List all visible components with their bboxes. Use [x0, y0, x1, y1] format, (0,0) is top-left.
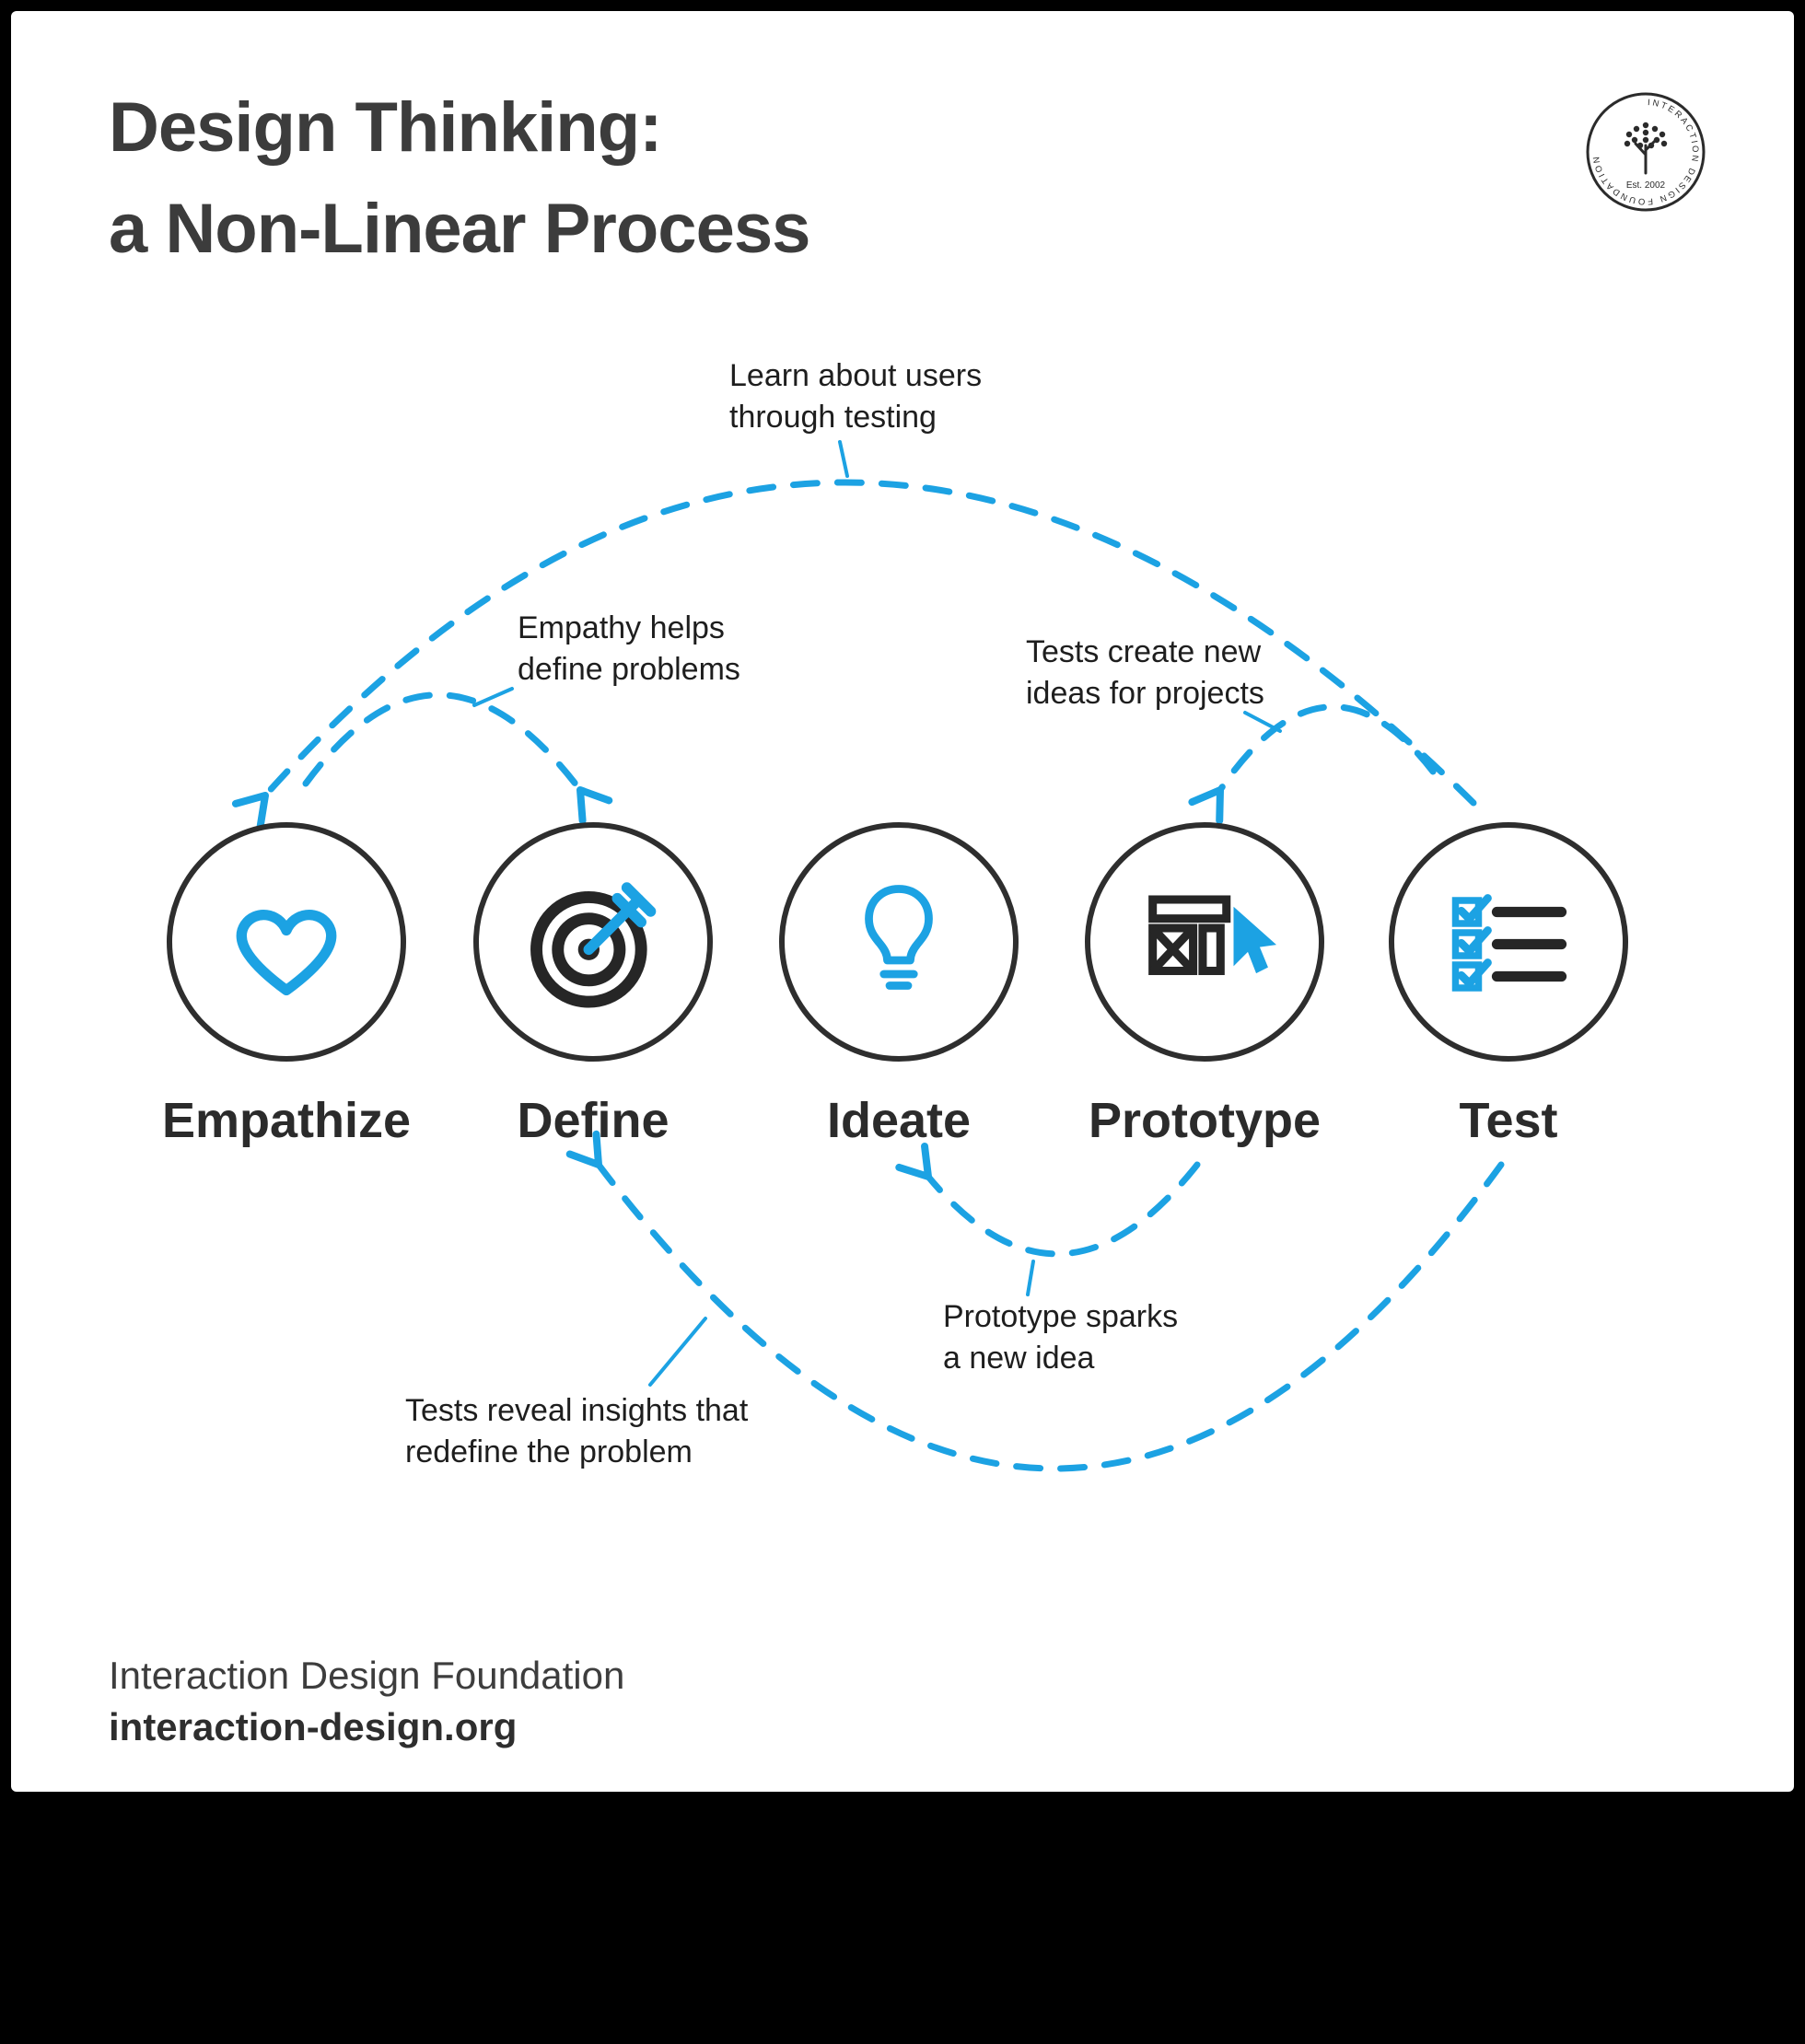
stage-circle-ideate: [779, 822, 1019, 1062]
stage-circle-define: [473, 822, 713, 1062]
bullseye-dart-icon: [530, 881, 656, 1008]
annotation-learn-about-users: Learn about users through testing: [729, 358, 983, 435]
logo-est-text: Est. 2002: [1626, 180, 1666, 191]
checklist-lines: [1491, 906, 1567, 982]
idf-logo-seal: INTERACTION DESIGN FOUNDATION Est. 2002: [1586, 92, 1706, 212]
stage-circle-prototype: [1085, 822, 1324, 1062]
title-line-2: a Non-Linear Process: [109, 190, 810, 268]
stage-label-ideate: Ideate: [826, 1093, 972, 1148]
dart-arrow: [583, 881, 656, 955]
checkboxes: [1451, 894, 1492, 992]
checklist-icon: [1451, 894, 1567, 992]
annotation-empathy-helps: Empathy helps define problems: [518, 610, 740, 687]
stage-label-test: Test: [1459, 1093, 1558, 1148]
stage-label-prototype: Prototype: [1088, 1093, 1322, 1148]
stage-circle-empathize: [167, 822, 406, 1062]
idf-logo: INTERACTION DESIGN FOUNDATION Est. 2002: [1584, 90, 1707, 214]
cursor-icon: [1233, 906, 1276, 973]
annotation-prototype-sparks: Prototype sparks a new idea: [943, 1299, 1179, 1376]
title-line-1: Design Thinking:: [109, 88, 662, 167]
lightbulb-icon: [865, 885, 933, 990]
annotation-tests-reveal-insights: Tests reveal insights that redefine the …: [405, 1393, 749, 1469]
heart-icon: [236, 909, 337, 996]
stage-label-empathize: Empathize: [161, 1093, 412, 1148]
logo-outer-ring: [1586, 92, 1706, 212]
stage-label-define: Define: [517, 1093, 670, 1148]
wireframe-cursor-icon: [1147, 894, 1276, 975]
footer-org-name: Interaction Design Foundation: [109, 1654, 625, 1697]
footer-site-url: interaction-design.org: [109, 1705, 518, 1748]
annotation-tests-create-ideas: Tests create new ideas for projects: [1026, 634, 1264, 711]
stage-circle-test: [1389, 822, 1628, 1062]
wireframe-shapes: [1147, 894, 1230, 975]
page-title: Design Thinking: a Non-Linear Process: [109, 77, 810, 280]
logo-tree-icon: [1624, 122, 1668, 175]
